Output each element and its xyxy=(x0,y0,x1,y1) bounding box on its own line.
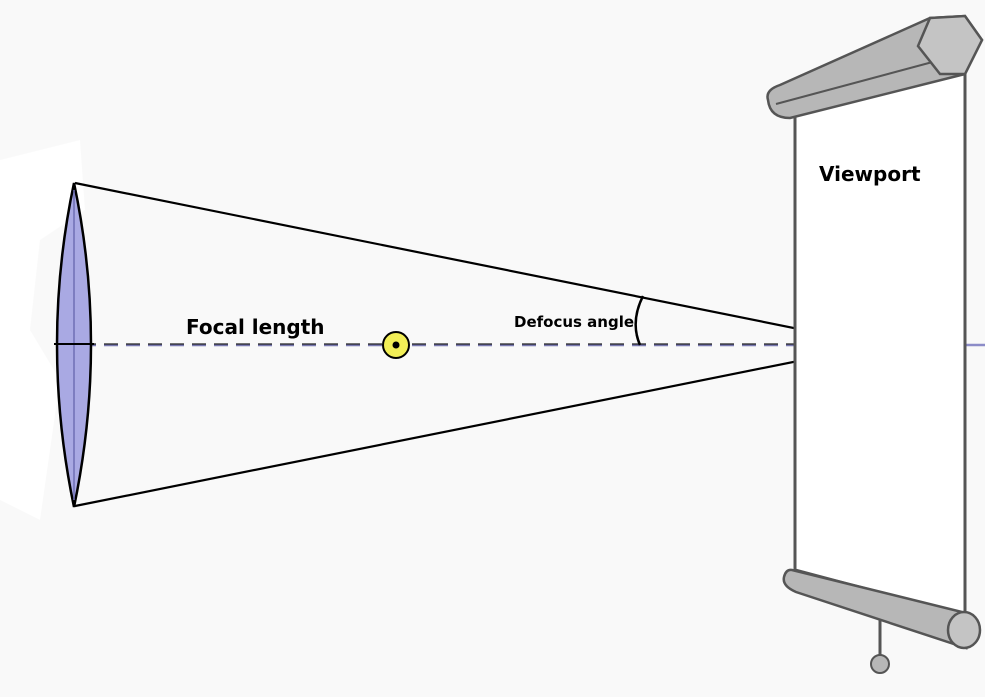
bottom-roller-bar xyxy=(782,568,968,650)
defocus-angle-label: Defocus angle xyxy=(514,313,634,331)
defocus-angle-arc xyxy=(634,295,645,346)
top-roller-edge xyxy=(775,59,941,105)
upper-ray-line xyxy=(74,181,879,347)
pull-cord-knob xyxy=(870,654,890,674)
lower-ray-line xyxy=(74,343,879,508)
viewport-screen-sheet xyxy=(793,68,967,617)
focal-length-label: Focal length xyxy=(186,315,325,339)
background-brush-shape xyxy=(0,140,85,520)
lens-icon xyxy=(54,182,94,508)
top-roller-endcap xyxy=(916,14,984,76)
bottom-roller-endcap xyxy=(946,610,982,650)
camera-center-marker-icon xyxy=(382,331,410,359)
viewport-label: Viewport xyxy=(819,162,921,186)
projection-screen-icon xyxy=(766,14,984,674)
